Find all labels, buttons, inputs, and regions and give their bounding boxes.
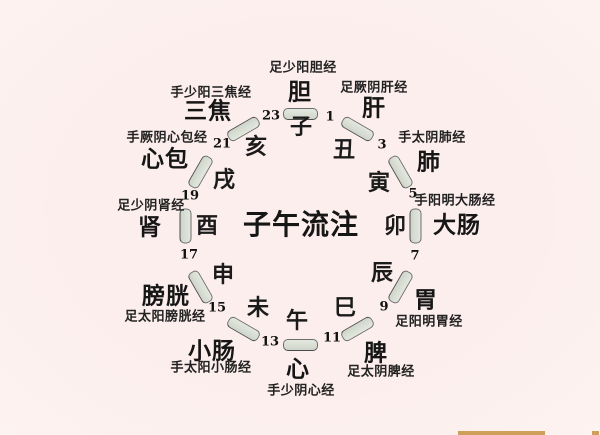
branch-yin: 寅 xyxy=(367,170,391,196)
meridian-spleen: 足太阴脾经 xyxy=(347,364,415,380)
clock-tick-20 xyxy=(186,153,215,191)
watermark-fragment xyxy=(592,431,599,435)
hour-23: 23 xyxy=(261,108,281,124)
branch-chen: 辰 xyxy=(370,260,394,286)
hour-19: 19 xyxy=(180,188,200,204)
meridian-sanjiao: 手少阳三焦经 xyxy=(170,85,252,101)
organ-pericardium: 心包 xyxy=(141,145,189,173)
organ-heart: 心 xyxy=(286,355,310,383)
meridian-liver: 足厥阴肝经 xyxy=(340,80,408,96)
organ-small-intestine: 小肠 xyxy=(188,337,236,365)
diagram-title: 子午流注 xyxy=(242,208,360,241)
meridian-large-intestine: 手阳明大肠经 xyxy=(414,193,496,209)
organ-gallbladder: 胆 xyxy=(288,78,312,106)
hour-17: 17 xyxy=(179,247,199,263)
meridian-bladder: 足太阳膀胱经 xyxy=(124,309,206,325)
meridian-heart: 手少阴心经 xyxy=(267,383,335,399)
organ-large-intestine: 大肠 xyxy=(433,211,481,239)
organ-bladder: 膀胱 xyxy=(142,282,190,310)
clock-tick-12 xyxy=(283,339,318,351)
hour-9: 9 xyxy=(379,299,389,315)
clock-tick-6 xyxy=(409,208,422,244)
watermark-fragment xyxy=(458,431,545,435)
organ-stomach: 胃 xyxy=(414,286,438,314)
branch-chou: 丑 xyxy=(332,137,356,163)
branch-si: 巳 xyxy=(333,295,357,321)
organ-kidney: 肾 xyxy=(138,213,162,241)
hour-5: 5 xyxy=(408,186,418,202)
clock-tick-18 xyxy=(179,208,192,244)
branch-mao: 卯 xyxy=(383,213,407,239)
organ-spleen: 脾 xyxy=(364,339,388,367)
clock-tick-4 xyxy=(386,153,415,191)
hour-3: 3 xyxy=(377,137,387,153)
meridian-small-intestine: 手太阳小肠经 xyxy=(170,360,252,376)
organ-liver: 肝 xyxy=(362,94,386,122)
branch-shen: 申 xyxy=(211,262,235,288)
branch-you: 酉 xyxy=(195,213,219,239)
hour-7: 7 xyxy=(410,248,420,264)
branch-wu: 午 xyxy=(285,308,309,334)
hour-15: 15 xyxy=(207,300,227,316)
meridian-stomach: 足阳明胃经 xyxy=(395,314,463,330)
meridian-lung: 手太阴肺经 xyxy=(398,130,466,146)
hour-21: 21 xyxy=(212,136,232,152)
branch-wei: 未 xyxy=(246,295,270,321)
meridian-pericardium: 手厥阴心包经 xyxy=(126,130,208,146)
hour-1: 1 xyxy=(325,109,335,125)
meridian-kidney: 足少阴肾经 xyxy=(117,198,185,214)
meridian-gallbladder: 足少阳胆经 xyxy=(269,60,337,76)
branch-xu: 戌 xyxy=(212,167,236,193)
branch-zi: 子 xyxy=(289,114,313,140)
hour-13: 13 xyxy=(260,334,280,350)
organ-sanjiao: 三焦 xyxy=(184,97,232,125)
organ-lung: 肺 xyxy=(417,148,441,176)
hour-11: 11 xyxy=(322,330,342,346)
branch-hai: 亥 xyxy=(244,134,268,160)
clock-tick-0 xyxy=(283,108,318,120)
